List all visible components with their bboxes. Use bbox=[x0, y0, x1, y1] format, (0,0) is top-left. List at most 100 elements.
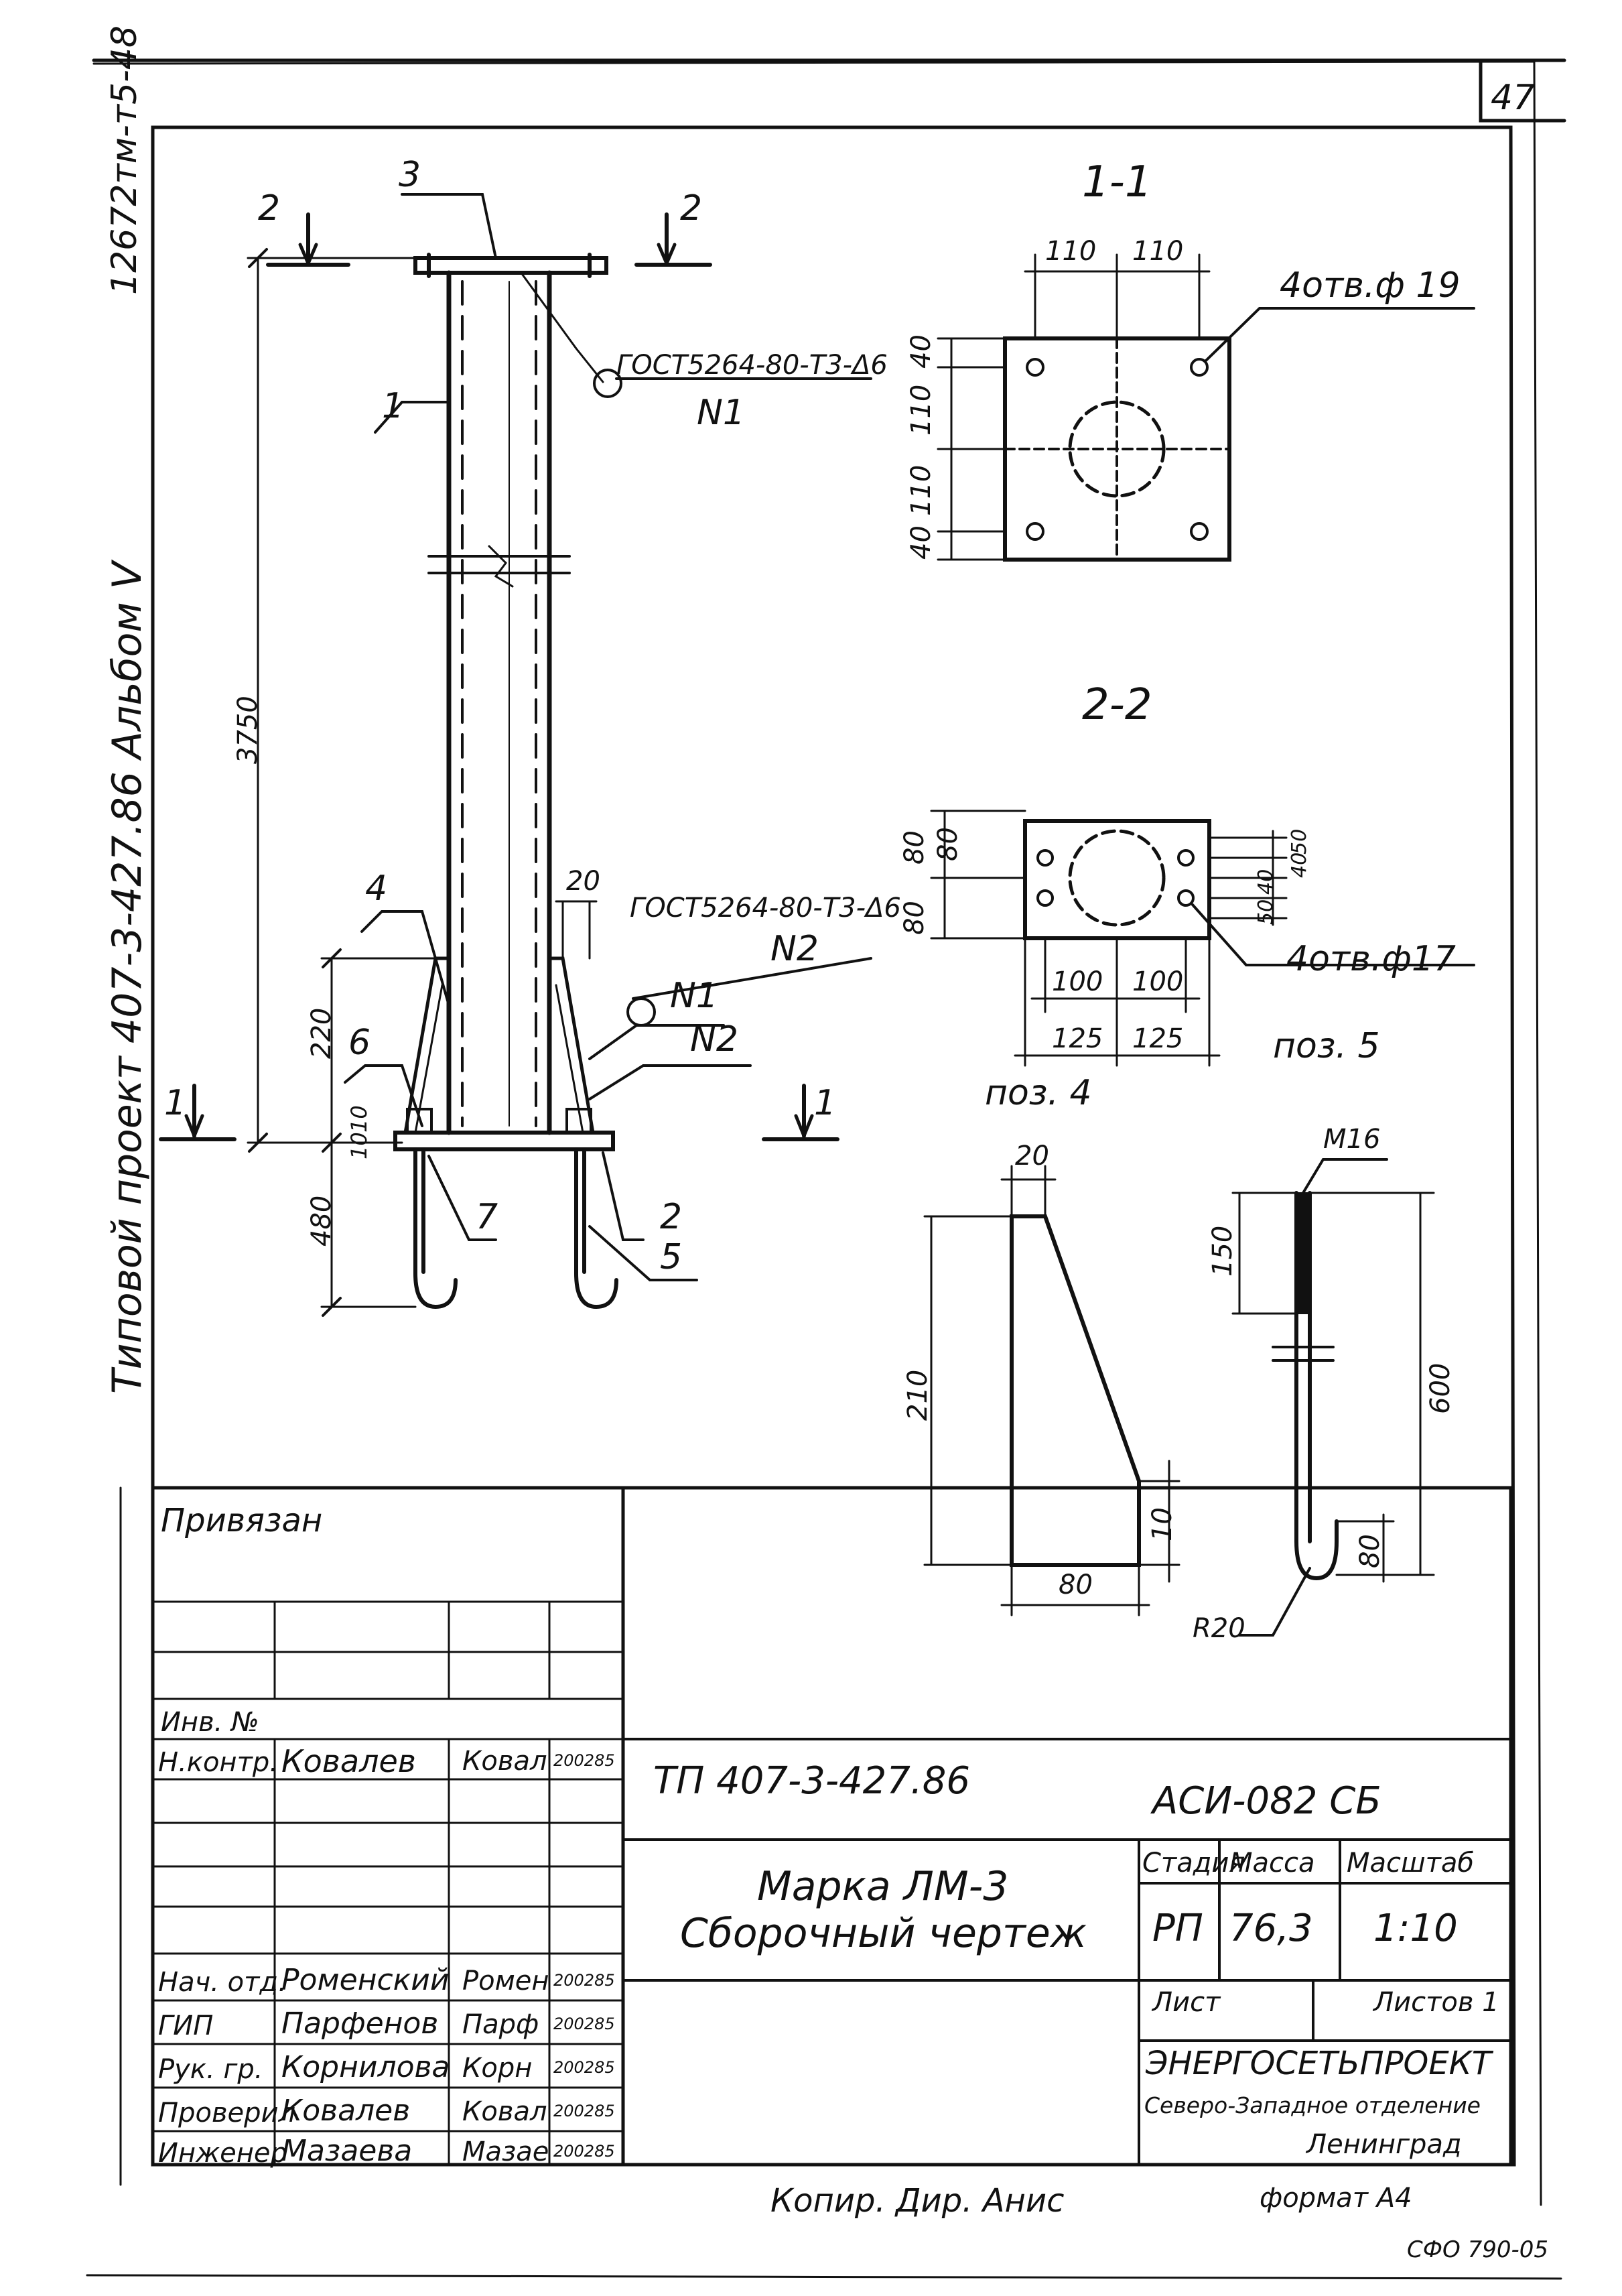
section-1-title: 1-1 bbox=[1082, 157, 1152, 207]
weld-n2: N2 bbox=[770, 929, 819, 969]
pos-5-bolt bbox=[1231, 1158, 1435, 1637]
weld-note-1: ГОСТ5264-80-Т3-Δ6 bbox=[616, 350, 888, 381]
tb-mass-label: Масса bbox=[1229, 1848, 1315, 1878]
callout-6: 6 bbox=[348, 1023, 371, 1063]
pos4-dim-side: 10 bbox=[1147, 1507, 1178, 1541]
sig-role-4: Проверил bbox=[158, 2098, 296, 2128]
sig-date-4: 200285 bbox=[553, 2102, 615, 2120]
dim-220: 220 bbox=[306, 1007, 337, 1059]
sig-sign-5: Мазае bbox=[462, 2136, 549, 2167]
callout-5: 5 bbox=[660, 1237, 683, 1277]
sig-name-1: Роменский bbox=[281, 1963, 450, 1997]
pos4-dim-bottom: 80 bbox=[1059, 1570, 1093, 1600]
tb-name-1: Марка ЛМ-3 bbox=[757, 1863, 1009, 1910]
tb-bound: Привязан bbox=[161, 1502, 323, 1539]
footer-code: СФО 790-05 bbox=[1407, 2236, 1549, 2263]
s2-dim-left-a: 80 bbox=[899, 830, 930, 865]
sig-name-0: Ковалев bbox=[281, 1743, 416, 1779]
s2-dim-left-b: 80 bbox=[933, 827, 963, 861]
sig-role-0: Н.контр. bbox=[158, 1747, 278, 1778]
tb-inv: Инв. № bbox=[161, 1707, 259, 1738]
side-title: Типовой проект 407-3-427.86 Альбом V bbox=[104, 562, 151, 1394]
sig-sign-1: Ромен bbox=[462, 1966, 549, 1996]
tb-doc-code: АСИ-082 СБ bbox=[1152, 1779, 1381, 1823]
pos-4-rib bbox=[923, 1165, 1180, 1616]
tb-name-2: Сборочный чертеж bbox=[680, 1910, 1087, 1957]
sig-role-1: Нач. отд. bbox=[158, 1967, 287, 1998]
callout-2: 2 bbox=[660, 1197, 683, 1237]
side-code: 12672тм-т5-48 bbox=[105, 25, 145, 295]
pos4-title: поз. 4 bbox=[985, 1073, 1092, 1113]
sig-role-2: ГИП bbox=[158, 2011, 214, 2041]
section-2-2 bbox=[930, 810, 1475, 1067]
tb-stage-label: Стадия bbox=[1142, 1848, 1245, 1878]
tb-scale: 1:10 bbox=[1373, 1907, 1458, 1950]
tb-scale-label: Масштаб bbox=[1347, 1848, 1475, 1878]
page-number: 47 bbox=[1491, 78, 1536, 118]
sig-date-1: 200285 bbox=[553, 1971, 615, 1990]
section-mark-2-left: 2 bbox=[258, 188, 281, 229]
dim-480: 480 bbox=[306, 1195, 337, 1247]
tb-mass: 76,3 bbox=[1229, 1907, 1313, 1950]
s1-dim-side-b: 110 bbox=[906, 384, 937, 436]
pos5-dim-hook: 80 bbox=[1355, 1534, 1386, 1568]
sig-sign-0: Ковал bbox=[462, 1746, 547, 1777]
sig-sign-3: Корн bbox=[462, 2053, 533, 2084]
s2-dim-right-c: 40 bbox=[1254, 869, 1278, 895]
section-mark-1-right: 1 bbox=[814, 1083, 837, 1123]
weld-n2-base: N2 bbox=[690, 1019, 738, 1060]
section-2-title: 2-2 bbox=[1082, 680, 1152, 730]
dim-10-b: 10 bbox=[346, 1132, 372, 1159]
s2-dim-bot2-b: 125 bbox=[1132, 1023, 1184, 1054]
callout-7: 7 bbox=[476, 1197, 498, 1237]
s1-dim-side-d: 40 bbox=[906, 525, 937, 560]
tb-org-1: ЭНЕРГОСЕТЬПРОЕКТ bbox=[1146, 2045, 1492, 2082]
outer-frame bbox=[92, 58, 1566, 2167]
tb-sheets-label: Листов 1 bbox=[1373, 1987, 1499, 2018]
copied-by: Копир. Дир. Анис bbox=[770, 2182, 1065, 2220]
s1-dim-side-c: 110 bbox=[906, 464, 937, 516]
section-2-holes: 4отв.ф17 bbox=[1286, 939, 1456, 979]
format: формат А4 bbox=[1260, 2183, 1412, 2214]
sig-date-3: 200285 bbox=[553, 2058, 615, 2077]
s2-dim-left-c: 80 bbox=[899, 901, 930, 935]
sig-date-2: 200285 bbox=[553, 2015, 615, 2033]
pos5-dim-radius: R20 bbox=[1193, 1613, 1245, 1644]
section-mark-1-left: 1 bbox=[164, 1083, 187, 1123]
callout-3: 3 bbox=[399, 155, 421, 195]
dim-20: 20 bbox=[566, 866, 600, 897]
s1-dim-top-b: 110 bbox=[1132, 236, 1184, 267]
tb-sheet-label: Лист bbox=[1152, 1987, 1221, 2018]
pos4-dim-top: 20 bbox=[1015, 1141, 1049, 1171]
callout-1: 1 bbox=[382, 386, 405, 426]
s1-dim-top-a: 110 bbox=[1045, 236, 1097, 267]
section-1-holes: 4отв.ф 19 bbox=[1280, 265, 1461, 306]
sig-name-5: Мазаева bbox=[281, 2134, 413, 2168]
s2-dim-bot-b: 100 bbox=[1132, 966, 1184, 997]
s2-dim-right-d: 50 bbox=[1254, 899, 1278, 925]
sig-date-5: 200285 bbox=[553, 2142, 615, 2161]
s1-dim-side-a: 40 bbox=[906, 334, 937, 369]
s2-dim-right-b: 40 bbox=[1288, 852, 1311, 878]
dim-3750: 3750 bbox=[232, 696, 263, 764]
sig-name-3: Корнилова bbox=[281, 2050, 450, 2084]
s2-dim-right-a: 50 bbox=[1288, 828, 1311, 854]
title-block-lines bbox=[119, 1486, 1513, 2186]
pos5-thread: М16 bbox=[1323, 1124, 1381, 1155]
tb-stage: РП bbox=[1152, 1907, 1203, 1950]
tb-org-2: Северо-Западное отделение bbox=[1144, 2092, 1481, 2118]
sig-name-2: Парфенов bbox=[281, 2006, 439, 2041]
pos5-title: поз. 5 bbox=[1273, 1026, 1380, 1066]
weld-n1-base: N1 bbox=[670, 976, 718, 1016]
sig-sign-4: Ковал bbox=[462, 2096, 547, 2127]
weld-n1: N1 bbox=[697, 393, 745, 433]
sig-name-4: Ковалев bbox=[281, 2094, 411, 2128]
section-mark-2-right: 2 bbox=[680, 188, 703, 229]
pos5-dim-thread: 150 bbox=[1207, 1225, 1238, 1277]
dim-10: 10 bbox=[346, 1105, 372, 1133]
sig-role-3: Рук. гр. bbox=[158, 2054, 263, 2085]
callout-4: 4 bbox=[365, 869, 388, 909]
s2-dim-bot-a: 100 bbox=[1052, 966, 1103, 997]
sig-date-0: 200285 bbox=[553, 1751, 615, 1770]
